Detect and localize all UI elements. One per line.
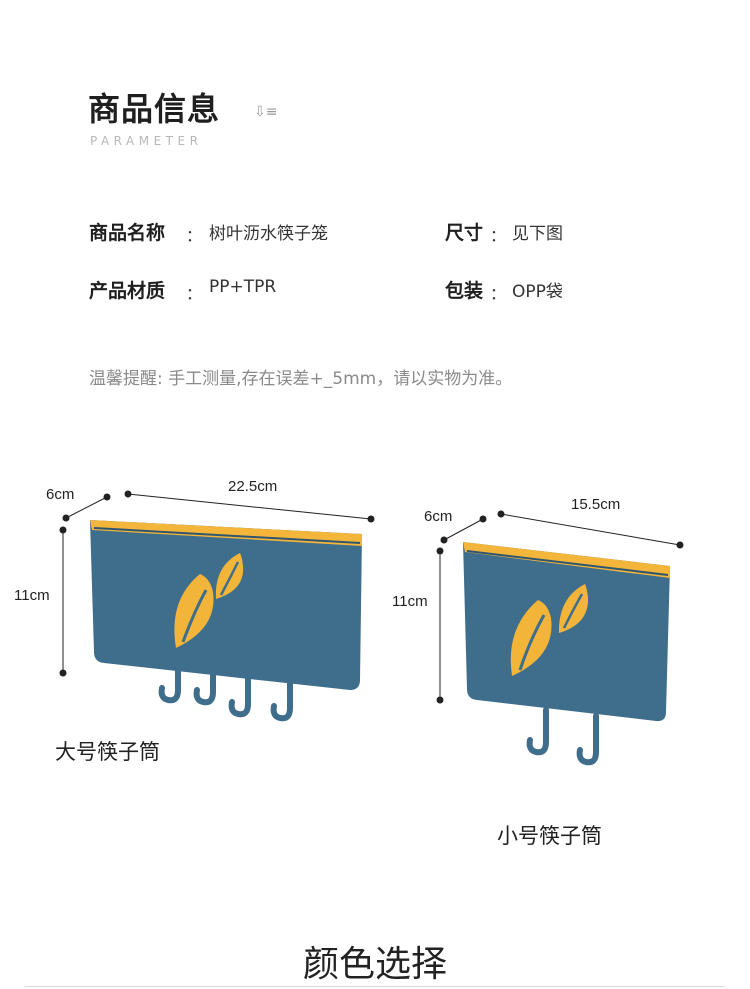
large-depth-label: 6cm bbox=[46, 486, 75, 503]
spec-name-label: 商品名称 bbox=[89, 222, 166, 244]
spec-name-colon: ： bbox=[186, 226, 203, 245]
large-width-label: 22.5cm bbox=[228, 478, 278, 495]
large-height-label: 11cm bbox=[14, 587, 50, 604]
measurement-note: 温馨提醒: 手工测量,存在误差+_5mm，请以实物为准。 bbox=[89, 369, 513, 389]
sort-descending-icon: ⇩≡ bbox=[254, 104, 278, 120]
spec-size-label: 尺寸 bbox=[445, 222, 484, 244]
small-dimension-lines bbox=[436, 510, 684, 704]
spec-material-value: PP+TPR bbox=[209, 277, 277, 297]
spec-name-value: 树叶沥水筷子笼 bbox=[209, 224, 328, 244]
spec-size-colon: ： bbox=[490, 226, 507, 245]
large-holder-caption: 大号筷子筒 bbox=[55, 740, 160, 764]
color-selection-title: 颜色选择 bbox=[302, 944, 447, 985]
page-title: 商品信息 bbox=[88, 90, 221, 128]
large-holder-body bbox=[90, 520, 362, 722]
spec-material-label: 产品材质 bbox=[89, 280, 166, 302]
bottom-divider bbox=[25, 986, 725, 987]
small-holder-body bbox=[463, 542, 670, 766]
small-holder-caption: 小号筷子筒 bbox=[497, 824, 602, 848]
page-subtitle: PARAMETER bbox=[90, 134, 203, 148]
large-dimension-lines bbox=[59, 490, 375, 677]
small-height-label: 11cm bbox=[392, 593, 428, 610]
spec-package-colon: ： bbox=[490, 284, 507, 303]
spec-package-value: OPP袋 bbox=[512, 282, 563, 302]
spec-material-colon: ： bbox=[186, 284, 203, 303]
spec-size-value: 见下图 bbox=[512, 224, 563, 244]
spec-package-label: 包装 bbox=[445, 280, 484, 302]
small-depth-label: 6cm bbox=[424, 508, 453, 525]
small-width-label: 15.5cm bbox=[571, 496, 621, 513]
